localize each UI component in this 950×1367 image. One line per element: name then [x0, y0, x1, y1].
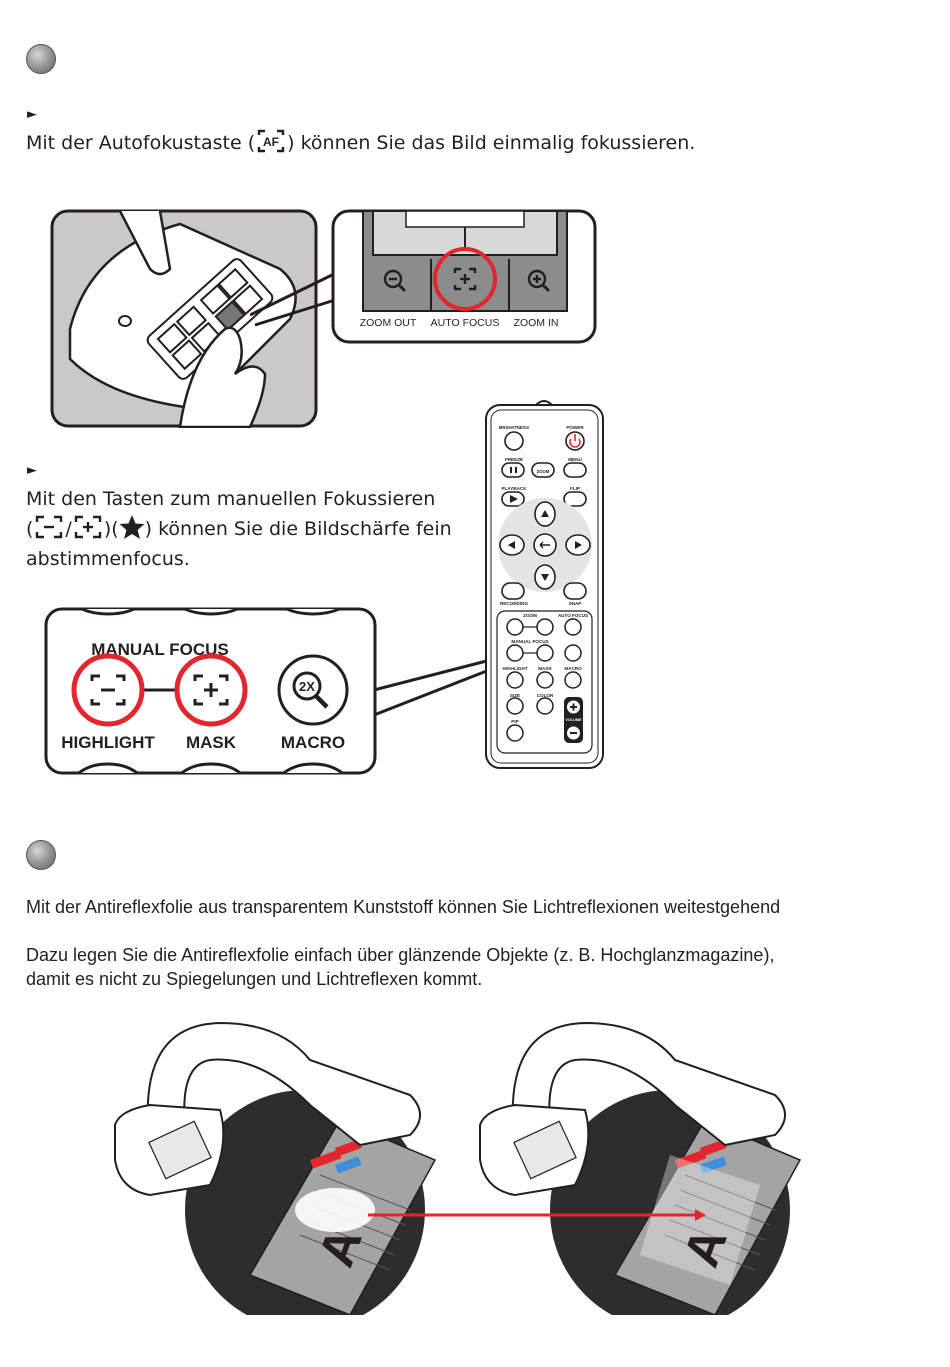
focus-plus-icon: [72, 514, 104, 549]
antireflex-paragraph-1: Mit der Antireflexfolie aus transparente…: [26, 897, 781, 917]
highlight-label: HIGHLIGHT: [61, 733, 155, 752]
remote-highlight-button[interactable]: [506, 671, 524, 689]
autofocus-text-before: Mit der Autofokustaste (: [26, 132, 256, 154]
remote-power-label: POWER: [566, 425, 584, 430]
callout-lines-top: [250, 273, 336, 327]
remote-flip-label: FLIP: [570, 486, 580, 491]
callout-lines-bottom: [373, 655, 503, 717]
manual-focus-line-3: abstimmenfocus.: [26, 548, 190, 570]
remote-highlight-label: HIGHLIGHT: [502, 666, 527, 671]
antireflex-paragraph-2-line-2: damit es nicht zu Spiegelungen und Licht…: [26, 969, 483, 989]
remote-snap-button[interactable]: [563, 582, 587, 600]
antireflex-paragraph-2-line-1: Dazu legen Sie die Antireflexfolie einfa…: [26, 945, 775, 965]
star-icon: [119, 514, 145, 549]
camera-without-film: A: [114, 1021, 437, 1330]
autofocus-paragraph: Mit der Autofokustaste ( AF ) können Sie…: [26, 128, 695, 163]
manual-focus-closeup-panel: MANUAL FOCUS 2X HIGHLIGHT MASK MACRO: [43, 606, 378, 776]
slash: /: [65, 518, 72, 540]
remote-flip-button[interactable]: [563, 491, 587, 507]
zoom-out-label: ZOOM OUT: [360, 317, 417, 329]
auto-focus-highlight-ring: [433, 247, 497, 311]
remote-snap-label: SNAP: [569, 601, 582, 606]
auto-focus-label: AUTO FOCUS: [431, 317, 500, 329]
remote-freeze-button[interactable]: [501, 462, 525, 478]
remote-mask-button[interactable]: [536, 671, 554, 689]
remote-menu-button[interactable]: [563, 462, 587, 478]
autofocus-text-after: ) können Sie das Bild einmalig fokussier…: [287, 132, 696, 154]
keypad-closeup-panel: ZOOM OUT AUTO FOCUS ZOOM IN: [331, 209, 597, 344]
antireflex-illustration: A A: [110, 1015, 820, 1330]
remote-recording-button[interactable]: [501, 582, 525, 600]
remote-zoom-key-button[interactable]: [531, 462, 555, 478]
focus-minus-icon: [33, 514, 65, 549]
auto-focus-icon: [453, 267, 477, 291]
remote-manual-focus-label: MANUAL FOCUS: [511, 639, 548, 644]
af-icon-label: AF: [263, 135, 279, 149]
manual-focus-line-2: ( / )( ) können Sie die Bildschärfe fein: [26, 514, 452, 549]
remote-zoom-label: ZOOM: [523, 613, 537, 618]
remote-volume-label: VOLUME: [565, 718, 582, 722]
remote-macro-label: MACRO: [564, 666, 582, 671]
mask-label: MASK: [186, 733, 237, 752]
section-bullet-2: [26, 840, 56, 870]
remote-mask-label: MASK: [538, 666, 552, 671]
remote-focus-plus-button[interactable]: [536, 644, 554, 662]
remote-color-button[interactable]: [536, 697, 554, 715]
remote-size-button[interactable]: [506, 697, 524, 715]
paren-close-open: )(: [103, 518, 119, 540]
zoom-in-label: ZOOM IN: [514, 317, 559, 329]
remote-color-label: COLOR: [537, 693, 554, 698]
zoom-out-icon: [383, 269, 407, 293]
arrow-marker-autofocus: ►: [27, 107, 37, 122]
remote-brightness-button[interactable]: [504, 431, 524, 451]
remote-control: BRIGHTNESS POWER FREEZE MENU PLAYBACK FL…: [484, 397, 605, 770]
remote-brightness-label: BRIGHTNESS: [499, 425, 529, 430]
focus-minus-button-icon: [90, 674, 126, 706]
remote-pip-button[interactable]: [506, 724, 524, 742]
reflection-arrow: [368, 1209, 706, 1221]
remote-lower-section: [496, 610, 593, 754]
remote-menu-label: MENU: [568, 457, 582, 462]
remote-size-label: SIZE: [510, 693, 520, 698]
power-icon: [569, 438, 581, 448]
remote-playback-label: PLAYBACK: [501, 486, 527, 491]
remote-zoom-in-button[interactable]: [536, 618, 554, 636]
zoom-in-icon: [527, 269, 551, 293]
remote-auto-focus-label: AUTO FOCUS: [558, 613, 588, 618]
remote-zoom-out-button[interactable]: [506, 618, 524, 636]
remote-macro2-button[interactable]: [564, 671, 582, 689]
camera-base-illustration: [50, 209, 318, 429]
paren-open: (: [26, 518, 34, 540]
manual-focus-heading: MANUAL FOCUS: [91, 640, 229, 659]
macro-label: MACRO: [281, 733, 345, 752]
remote-freeze-label: FREEZE: [505, 457, 523, 462]
remote-pip-label: PIP: [511, 719, 518, 724]
remote-recording-label: RECORDING: [500, 601, 529, 606]
section-bullet-1: [26, 44, 56, 74]
af-icon: AF: [255, 128, 287, 163]
remote-macro-button[interactable]: [564, 644, 582, 662]
manual-focus-line-2-text: ) können Sie die Bildschärfe fein: [144, 518, 452, 540]
manual-focus-line-1: Mit den Tasten zum manuellen Fokussieren: [26, 488, 436, 510]
camera-with-film: A: [479, 1021, 802, 1330]
macro-icon-label: 2X: [299, 679, 315, 694]
remote-focus-minus-button[interactable]: [506, 644, 524, 662]
focus-plus-button-icon: [193, 674, 229, 706]
remote-zoom-key-label: ZOOM: [537, 469, 550, 474]
macro-magnifier-icon: 2X: [292, 671, 329, 709]
arrow-marker-manual: ►: [27, 463, 37, 478]
remote-autofocus-button[interactable]: [564, 618, 582, 636]
